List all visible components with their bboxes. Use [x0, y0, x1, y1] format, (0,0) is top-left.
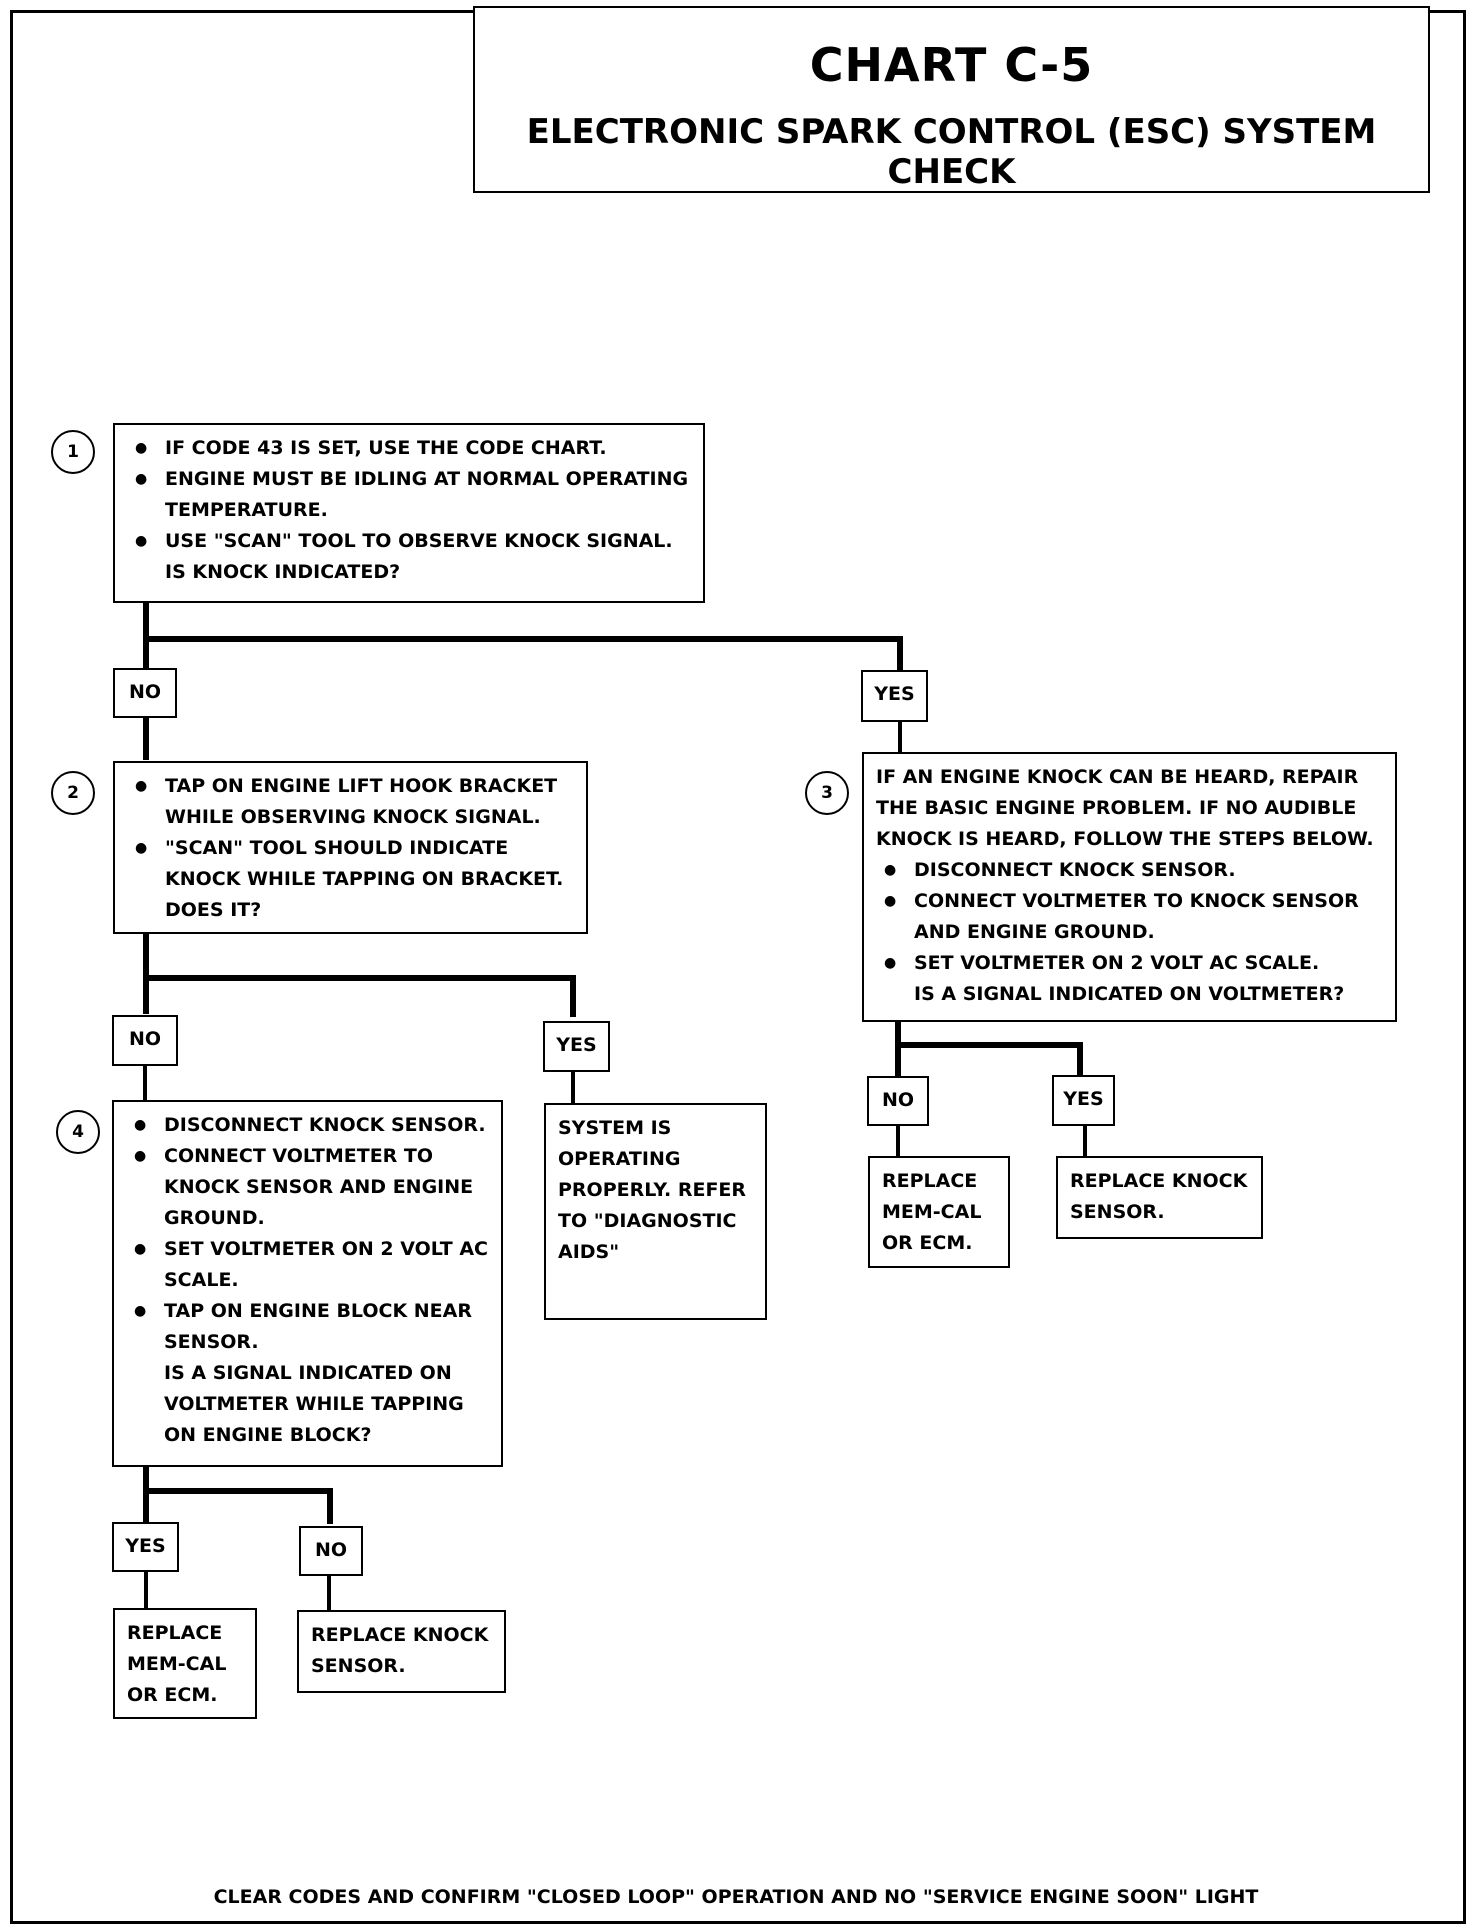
connector-line	[144, 1572, 148, 1608]
connector-line	[895, 1042, 1083, 1048]
connector-line	[896, 1126, 900, 1156]
connector-line	[1077, 1042, 1083, 1076]
step-4-no-label: NO	[299, 1526, 363, 1576]
connector-line	[143, 934, 149, 1014]
connector-line	[327, 1576, 331, 1610]
chart-title: CHART C-5	[809, 38, 1094, 92]
system-ok-box: SYSTEM IS OPERATING PROPERLY. REFER TO "…	[544, 1103, 767, 1320]
step-3-intro: IF AN ENGINE KNOCK CAN BE HEARD, REPAIR …	[876, 766, 1374, 850]
step-2-question: DOES IT?	[165, 899, 262, 921]
step-3-yes-label: YES	[1052, 1075, 1115, 1126]
step-4-bullet: CONNECT VOLTMETER TO KNOCK SENSOR AND EN…	[126, 1141, 489, 1234]
connector-line	[143, 975, 576, 981]
step-3-marker: 3	[805, 771, 849, 815]
step-2-box: TAP ON ENGINE LIFT HOOK BRACKET WHILE OB…	[113, 761, 588, 934]
replace-knock-sensor-box: REPLACE KNOCK SENSOR.	[297, 1610, 506, 1693]
connector-line	[1083, 1126, 1087, 1156]
step-1-no-label: NO	[113, 668, 177, 718]
step-4-box: DISCONNECT KNOCK SENSOR. CONNECT VOLTMET…	[112, 1100, 503, 1467]
step-4-bullet: DISCONNECT KNOCK SENSOR.	[126, 1110, 489, 1141]
replace-knock-sensor-box: REPLACE KNOCK SENSOR.	[1056, 1156, 1263, 1239]
step-3-question: IS A SIGNAL INDICATED ON VOLTMETER?	[914, 983, 1345, 1005]
step-3-bullet: DISCONNECT KNOCK SENSOR.	[876, 855, 1383, 886]
step-1-bullet: USE "SCAN" TOOL TO OBSERVE KNOCK SIGNAL.	[127, 526, 691, 557]
step-2-bullet: TAP ON ENGINE LIFT HOOK BRACKET WHILE OB…	[127, 771, 574, 833]
connector-line	[898, 722, 902, 752]
connector-line	[143, 1066, 147, 1100]
step-1-yes-label: YES	[861, 670, 928, 722]
step-1-marker: 1	[51, 430, 95, 474]
connector-line	[327, 1488, 333, 1524]
step-3-no-label: NO	[867, 1076, 929, 1126]
connector-line	[143, 636, 903, 642]
replace-memcal-box: REPLACE MEM-CAL OR ECM.	[113, 1608, 257, 1719]
step-3-bullet: CONNECT VOLTMETER TO KNOCK SENSOR AND EN…	[876, 886, 1383, 948]
connector-line	[895, 1020, 901, 1076]
step-1-box: IF CODE 43 IS SET, USE THE CODE CHART. E…	[113, 423, 705, 603]
title-box: CHART C-5 ELECTRONIC SPARK CONTROL (ESC)…	[473, 6, 1430, 193]
step-2-marker: 2	[51, 771, 95, 815]
footer-note: CLEAR CODES AND CONFIRM "CLOSED LOOP" OP…	[213, 1886, 1259, 1908]
connector-line	[570, 975, 576, 1017]
step-4-marker: 4	[56, 1110, 100, 1154]
step-2-yes-label: YES	[543, 1021, 610, 1072]
connector-line	[571, 1072, 575, 1104]
connector-line	[897, 636, 903, 672]
step-4-bullet: SET VOLTMETER ON 2 VOLT AC SCALE.	[126, 1234, 489, 1296]
step-3-box: IF AN ENGINE KNOCK CAN BE HEARD, REPAIR …	[862, 752, 1397, 1022]
step-1-bullet: IF CODE 43 IS SET, USE THE CODE CHART.	[127, 433, 691, 464]
step-2-bullet: "SCAN" TOOL SHOULD INDICATE KNOCK WHILE …	[127, 833, 574, 895]
step-4-bullet: TAP ON ENGINE BLOCK NEAR SENSOR.	[126, 1296, 489, 1358]
step-4-question: IS A SIGNAL INDICATED ON VOLTMETER WHILE…	[164, 1362, 464, 1446]
step-1-question: IS KNOCK INDICATED?	[165, 561, 401, 583]
replace-memcal-box: REPLACE MEM-CAL OR ECM.	[868, 1156, 1010, 1268]
connector-line	[143, 718, 149, 760]
step-4-yes-label: YES	[112, 1522, 179, 1572]
step-3-bullet: SET VOLTMETER ON 2 VOLT AC SCALE.	[876, 948, 1383, 979]
chart-subtitle: ELECTRONIC SPARK CONTROL (ESC) SYSTEM CH…	[526, 112, 1377, 192]
step-1-bullet: ENGINE MUST BE IDLING AT NORMAL OPERATIN…	[127, 464, 691, 526]
connector-line	[143, 1465, 149, 1527]
step-2-no-label: NO	[112, 1015, 178, 1066]
connector-line	[143, 1488, 333, 1494]
